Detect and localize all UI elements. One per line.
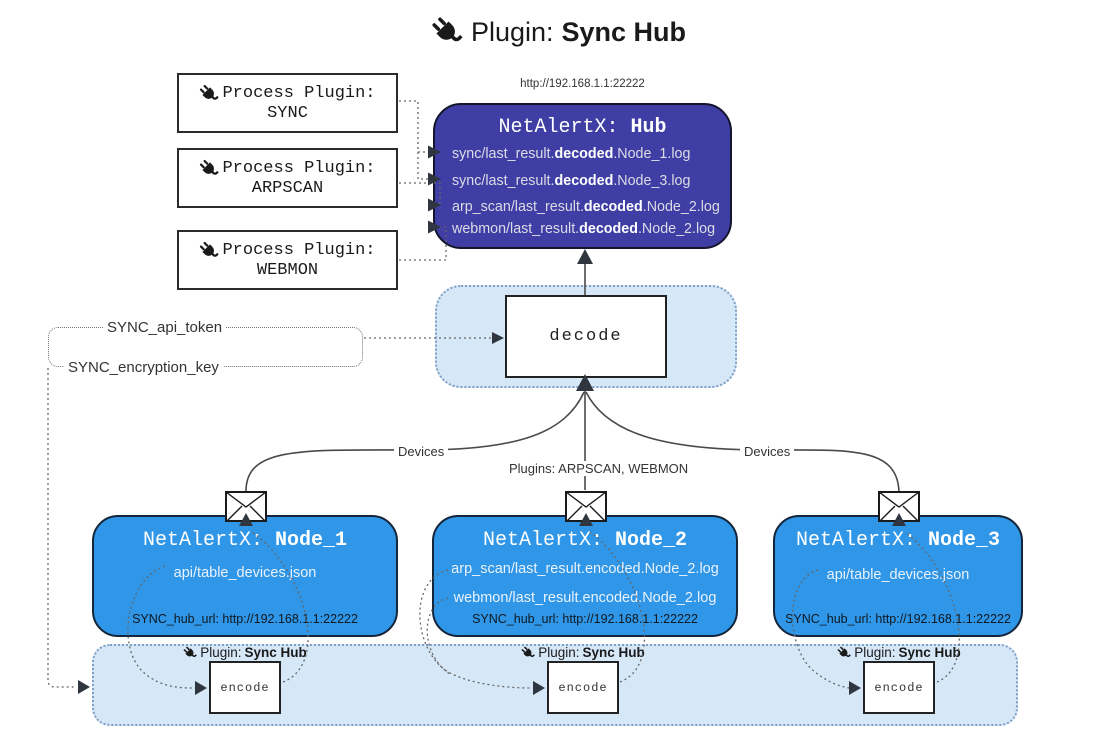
process-plugin-webmon: Process Plugin: WEBMON (177, 230, 398, 290)
encoder-label-1: Plugin:Sync Hub (155, 645, 335, 660)
sync-api-token-label: SYNC_api_token (103, 319, 227, 336)
plug-icon (199, 84, 219, 104)
decode-box: decode (505, 295, 667, 378)
process-plugin-label: Process Plugin: (222, 159, 376, 178)
node-hub-url: SYNC_hub_url: http://192.168.1.1:22222 (472, 612, 698, 626)
process-plugin-sync: Process Plugin: SYNC (177, 73, 398, 133)
node-2-box: NetAlertX: Node_2 arp_scan/last_result.e… (432, 515, 738, 637)
process-plugin-name: SYNC (267, 103, 308, 123)
node-file: arp_scan/last_result.encoded.Node_2.log (451, 561, 719, 577)
hub-title: NetAlertX: Hub (435, 116, 730, 139)
hub-log-line: webmon/last_result.decoded.Node_2.log (452, 221, 716, 237)
hub-url-label: http://192.168.1.1:22222 (520, 78, 645, 90)
hub-title-name: Hub (630, 116, 667, 139)
node-title: NetAlertX: Node_3 (795, 529, 1001, 552)
sync-encryption-key-label: SYNC_encryption_key (64, 359, 223, 376)
hub-log-line: sync/last_result.decoded.Node_1.log (452, 146, 691, 162)
node-title: NetAlertX: Node_1 (142, 529, 348, 552)
process-plugin-name: ARPSCAN (251, 178, 324, 198)
hub-log-line: sync/last_result.decoded.Node_3.log (452, 173, 691, 189)
node-hub-url: SYNC_hub_url: http://192.168.1.1:22222 (785, 612, 1011, 626)
encoder-label-2: Plugin:Sync Hub (493, 645, 673, 660)
node-hub-url: SYNC_hub_url: http://192.168.1.1:22222 (132, 612, 358, 626)
node-title: NetAlertX: Node_2 (482, 529, 688, 552)
hub-box: NetAlertX: Hub sync/last_result.decoded.… (433, 103, 732, 249)
node-file: api/table_devices.json (826, 567, 970, 583)
plug-icon (183, 646, 197, 660)
node-file: api/table_devices.json (173, 565, 317, 581)
plug-icon (199, 241, 219, 261)
plug-icon (199, 159, 219, 179)
plug-icon (521, 646, 535, 660)
devices-edge-label-left: Devices (394, 444, 449, 459)
encode-box-1: encode (209, 661, 281, 714)
node-3-box: NetAlertX: Node_3 api/table_devices.json… (773, 515, 1023, 637)
plugins-edge-label: Plugins: ARPSCAN, WEBMON (505, 461, 693, 476)
encoder-label-3: Plugin:Sync Hub (809, 645, 989, 660)
node-file: webmon/last_result.encoded.Node_2.log (453, 590, 717, 606)
plug-icon (431, 16, 463, 48)
devices-edge-label-right: Devices (740, 444, 795, 459)
hub-log-line: arp_scan/last_result.decoded.Node_2.log (452, 199, 720, 215)
process-plugin-arpscan: Process Plugin: ARPSCAN (177, 148, 398, 208)
title-prefix: Plugin: (470, 16, 554, 47)
node-1-box: NetAlertX: Node_1 api/table_devices.json… (92, 515, 398, 637)
process-plugin-name: WEBMON (256, 260, 319, 280)
process-plugin-label: Process Plugin: (222, 241, 376, 260)
plug-icon (837, 646, 851, 660)
encode-box-3: encode (863, 661, 935, 714)
process-plugin-label: Process Plugin: (222, 84, 376, 103)
title-name: Sync Hub (561, 16, 687, 47)
page-title: Plugin: Sync Hub (0, 16, 1117, 48)
encode-box-2: encode (547, 661, 619, 714)
hub-title-prefix: NetAlertX: (498, 116, 619, 139)
